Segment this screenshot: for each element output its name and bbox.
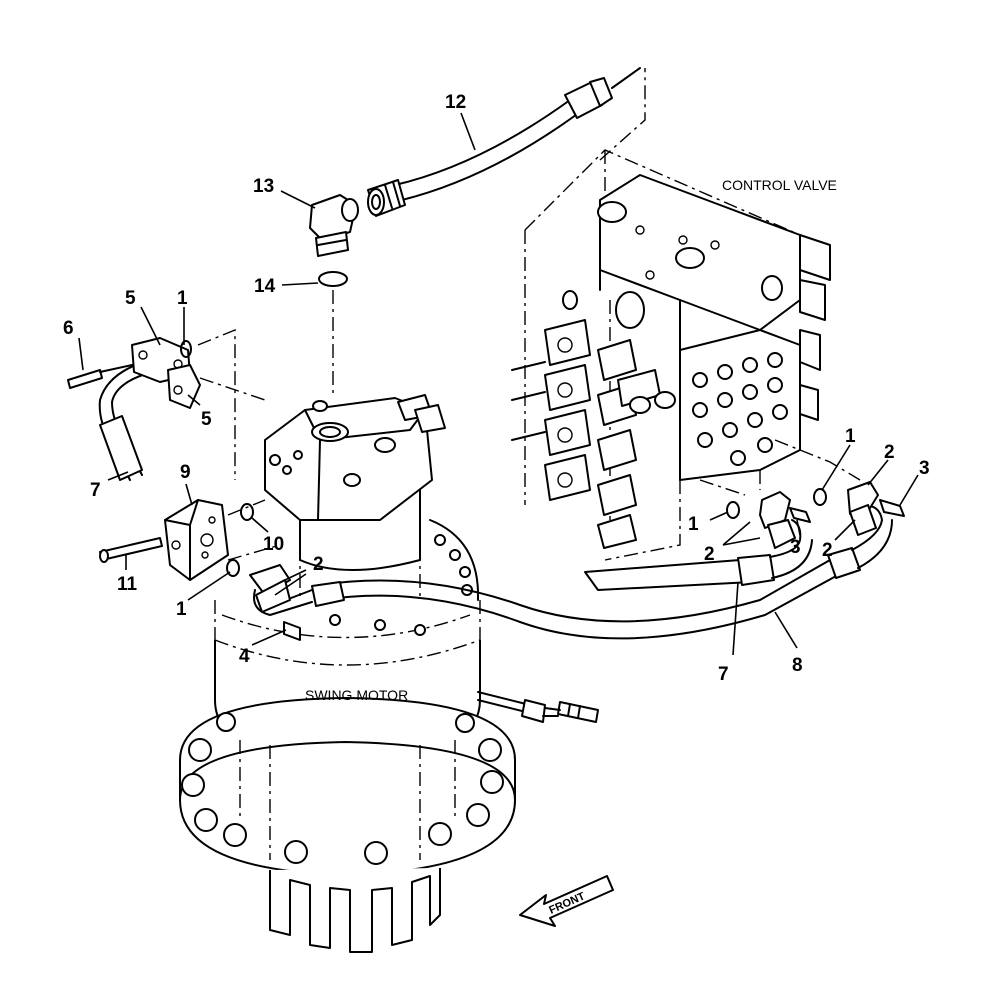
callout-3-mid: 3 [790, 537, 801, 558]
control-valve [511, 149, 831, 561]
callout-13: 13 [253, 176, 274, 197]
callout-2-mid: 2 [704, 544, 715, 565]
callouts: 12 13 14 5 1 6 5 7 9 10 11 1 2 4 1 2 3 7… [63, 92, 930, 685]
leader-lines [78, 112, 919, 656]
callout-2-bottom-right: 2 [822, 540, 833, 561]
hose-12 [367, 67, 641, 217]
callout-10: 10 [263, 534, 284, 555]
callout-7-bottom: 7 [718, 664, 729, 685]
swing-motor-label: SWING MOTOR [305, 687, 408, 703]
callout-7-left: 7 [90, 480, 101, 501]
callout-1-left: 1 [176, 599, 187, 620]
callout-8: 8 [792, 655, 803, 676]
block-9 [99, 499, 281, 581]
callout-6: 6 [63, 318, 74, 339]
callout-1-mid: 1 [688, 514, 699, 535]
callout-2-left: 2 [313, 554, 324, 575]
callout-3-right: 3 [919, 458, 930, 479]
callout-14: 14 [254, 276, 276, 297]
hose-8 [311, 505, 893, 640]
callout-5-bottom: 5 [201, 409, 212, 430]
control-valve-label: CONTROL VALVE [722, 177, 837, 193]
pipe-7-left [67, 328, 266, 481]
callout-2-right: 2 [884, 442, 895, 463]
callout-5-top: 5 [125, 288, 136, 309]
callout-1-top: 1 [177, 288, 188, 309]
callout-12: 12 [445, 92, 466, 113]
swing-motor [179, 394, 599, 953]
front-arrow: FRONT [519, 875, 614, 927]
callout-1-right: 1 [845, 426, 856, 447]
o-ring-10 [240, 503, 254, 521]
callout-9: 9 [180, 462, 191, 483]
o-ring-14 [318, 271, 348, 287]
pipe-7-bottom [584, 519, 813, 591]
callout-11: 11 [117, 574, 138, 595]
callout-4: 4 [239, 646, 250, 667]
elbow-13 [309, 194, 359, 257]
